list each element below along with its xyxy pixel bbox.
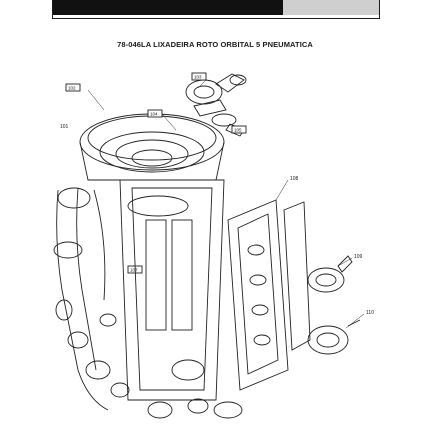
backing-pad — [79, 113, 225, 181]
label-102: 102 — [68, 86, 76, 91]
motor-housing — [119, 179, 225, 401]
housing-body — [53, 187, 109, 411]
document-title: 78-046LA LIXADEIRA ROTO ORBITAL 5 PNEUMA… — [117, 40, 313, 49]
small-components — [55, 299, 243, 419]
label-108: 108 — [290, 176, 299, 182]
label-105: 105 — [234, 128, 242, 133]
label-109: 109 — [354, 254, 363, 260]
label-107: 107 — [130, 268, 138, 273]
part-label-boxes: 102 103 104 105 107 — [65, 72, 247, 274]
label-103: 103 — [194, 75, 202, 80]
leader-lines — [87, 79, 365, 329]
label-101: 101 — [60, 124, 69, 130]
side-detail-parts — [307, 255, 361, 355]
label-104: 104 — [150, 112, 158, 117]
label-110: 110 — [366, 310, 374, 316]
spindle-assembly — [227, 199, 311, 391]
top-fittings — [185, 73, 247, 137]
banner-light-band — [283, 0, 379, 15]
brand-banner — [52, 0, 380, 19]
exploded-parts-diagram: 102 103 104 105 107 101 108 109 110 — [48, 70, 388, 422]
